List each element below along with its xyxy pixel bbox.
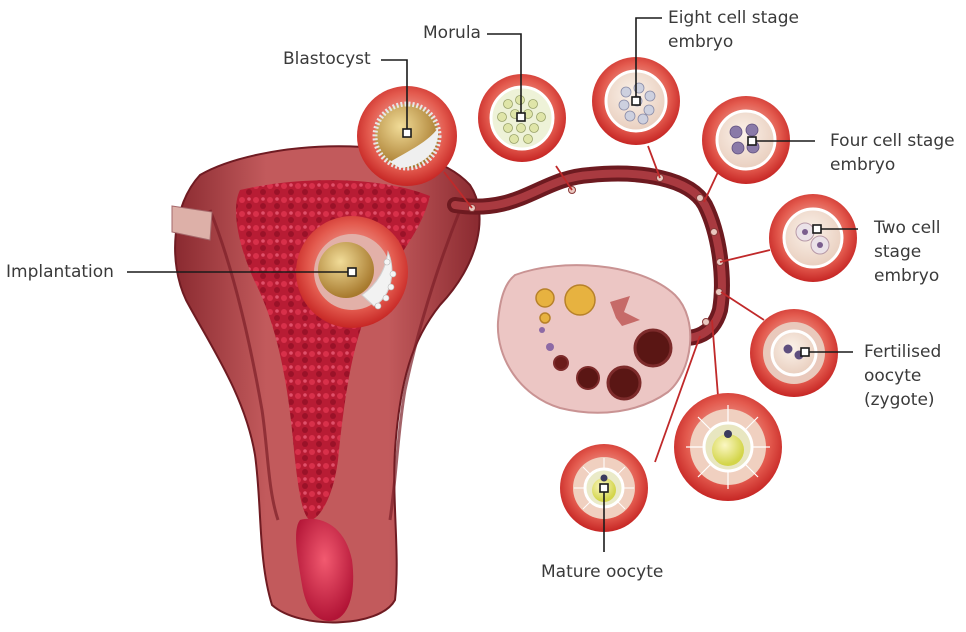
- label-two-cell-line3: embryo: [874, 264, 941, 288]
- label-eight-cell: Eight cell stage embryo: [668, 6, 799, 54]
- label-two-cell: Two cell stage embryo: [874, 216, 941, 288]
- label-eight-cell-line1: Eight cell stage: [668, 6, 799, 30]
- label-morula: Morula: [423, 21, 481, 45]
- label-four-cell-line1: Four cell stage: [830, 129, 955, 153]
- label-two-cell-line1: Two cell: [874, 216, 941, 240]
- fertilised-oocyte-circle: [750, 309, 838, 397]
- label-implantation: Implantation: [6, 260, 114, 284]
- label-blastocyst: Blastocyst: [283, 47, 371, 71]
- two-cell-circle: [769, 194, 857, 282]
- ovary: [498, 265, 690, 413]
- ovulated-oocyte-circle: [674, 393, 782, 501]
- label-four-cell-line2: embryo: [830, 153, 955, 177]
- uterus: [172, 146, 480, 622]
- label-two-cell-line2: stage: [874, 240, 941, 264]
- label-mature-oocyte: Mature oocyte: [541, 560, 663, 584]
- label-fertilised-line1: Fertilised: [864, 340, 941, 364]
- label-fertilised-line2: oocyte: [864, 364, 941, 388]
- label-fertilised-oocyte: Fertilised oocyte (zygote): [864, 340, 941, 412]
- label-four-cell: Four cell stage embryo: [830, 129, 955, 177]
- four-cell-circle: [702, 96, 790, 184]
- label-eight-cell-line2: embryo: [668, 30, 799, 54]
- label-fertilised-line3: (zygote): [864, 388, 941, 412]
